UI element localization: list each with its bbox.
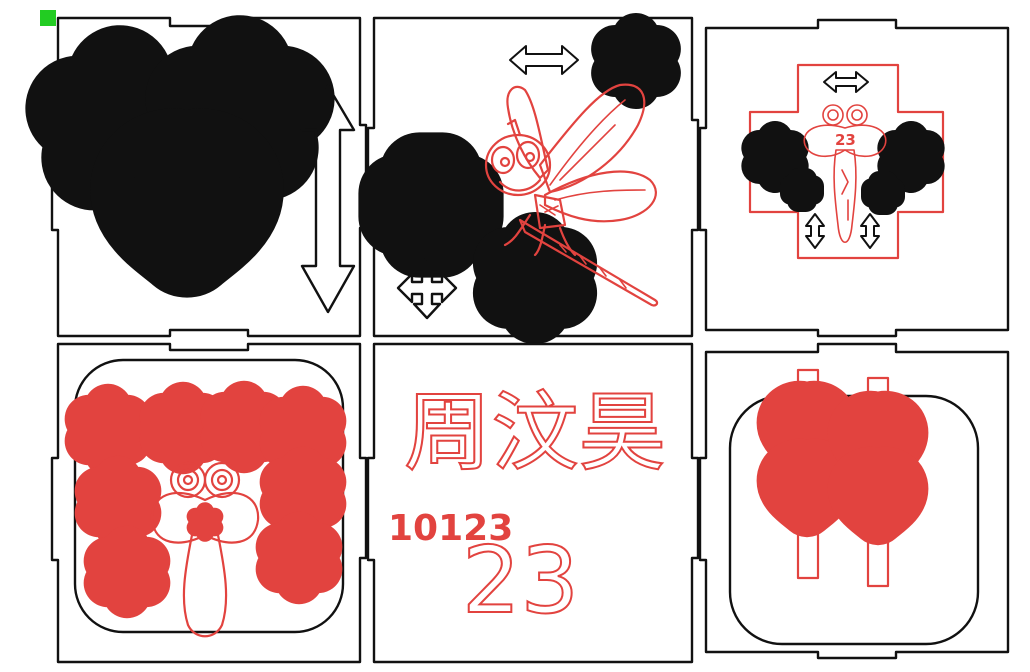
panel-2 <box>366 16 700 338</box>
double-arrow-horizontal-icon <box>509 45 579 75</box>
star-icon <box>99 480 137 524</box>
star-icon <box>895 139 926 175</box>
panel-1 <box>52 18 368 338</box>
dragonfly-icon <box>150 461 260 638</box>
star-icon <box>284 471 322 515</box>
panel-5-outline <box>366 342 700 664</box>
dragonfly-icon <box>803 104 887 244</box>
double-arrow-vertical-icon <box>300 84 356 314</box>
dragonfly-icon <box>484 83 659 307</box>
big-number-text: 23 <box>462 527 579 634</box>
star-icon <box>280 536 318 580</box>
star-icon <box>759 139 790 175</box>
panel-3: 23 <box>698 18 1010 338</box>
panel-2-outline <box>366 16 700 338</box>
code-number-text: 10123 <box>388 508 513 549</box>
panel-3-number-label: 23 <box>835 131 856 149</box>
star-icon <box>509 248 561 308</box>
panel-4-outline <box>50 342 368 664</box>
four-way-arrow-icon <box>396 256 458 320</box>
chinese-name-text: 周汶昊 <box>404 383 666 483</box>
panel-4 <box>50 342 368 664</box>
star-icon <box>89 408 127 452</box>
cross-icon <box>872 182 894 204</box>
panel-3-outline <box>698 18 1010 338</box>
star-icon <box>615 37 657 85</box>
cross-icon <box>791 179 813 201</box>
double-arrow-vertical-icon <box>860 213 880 249</box>
double-arrow-vertical-icon <box>805 213 825 249</box>
heart-icon <box>854 473 902 519</box>
panel-6 <box>698 342 1010 660</box>
double-arrow-horizontal-icon <box>823 71 869 93</box>
panel-5: 周汶昊 10123 23 <box>366 342 700 664</box>
cross-frame <box>748 63 945 260</box>
star-icon <box>225 405 263 449</box>
star-icon <box>108 550 146 594</box>
heart-icon <box>143 161 231 245</box>
cross-icon <box>398 172 464 238</box>
origin-marker <box>40 10 56 26</box>
star-icon <box>164 406 202 450</box>
heart-icon <box>783 465 831 511</box>
panel-6-outline <box>698 342 1010 660</box>
